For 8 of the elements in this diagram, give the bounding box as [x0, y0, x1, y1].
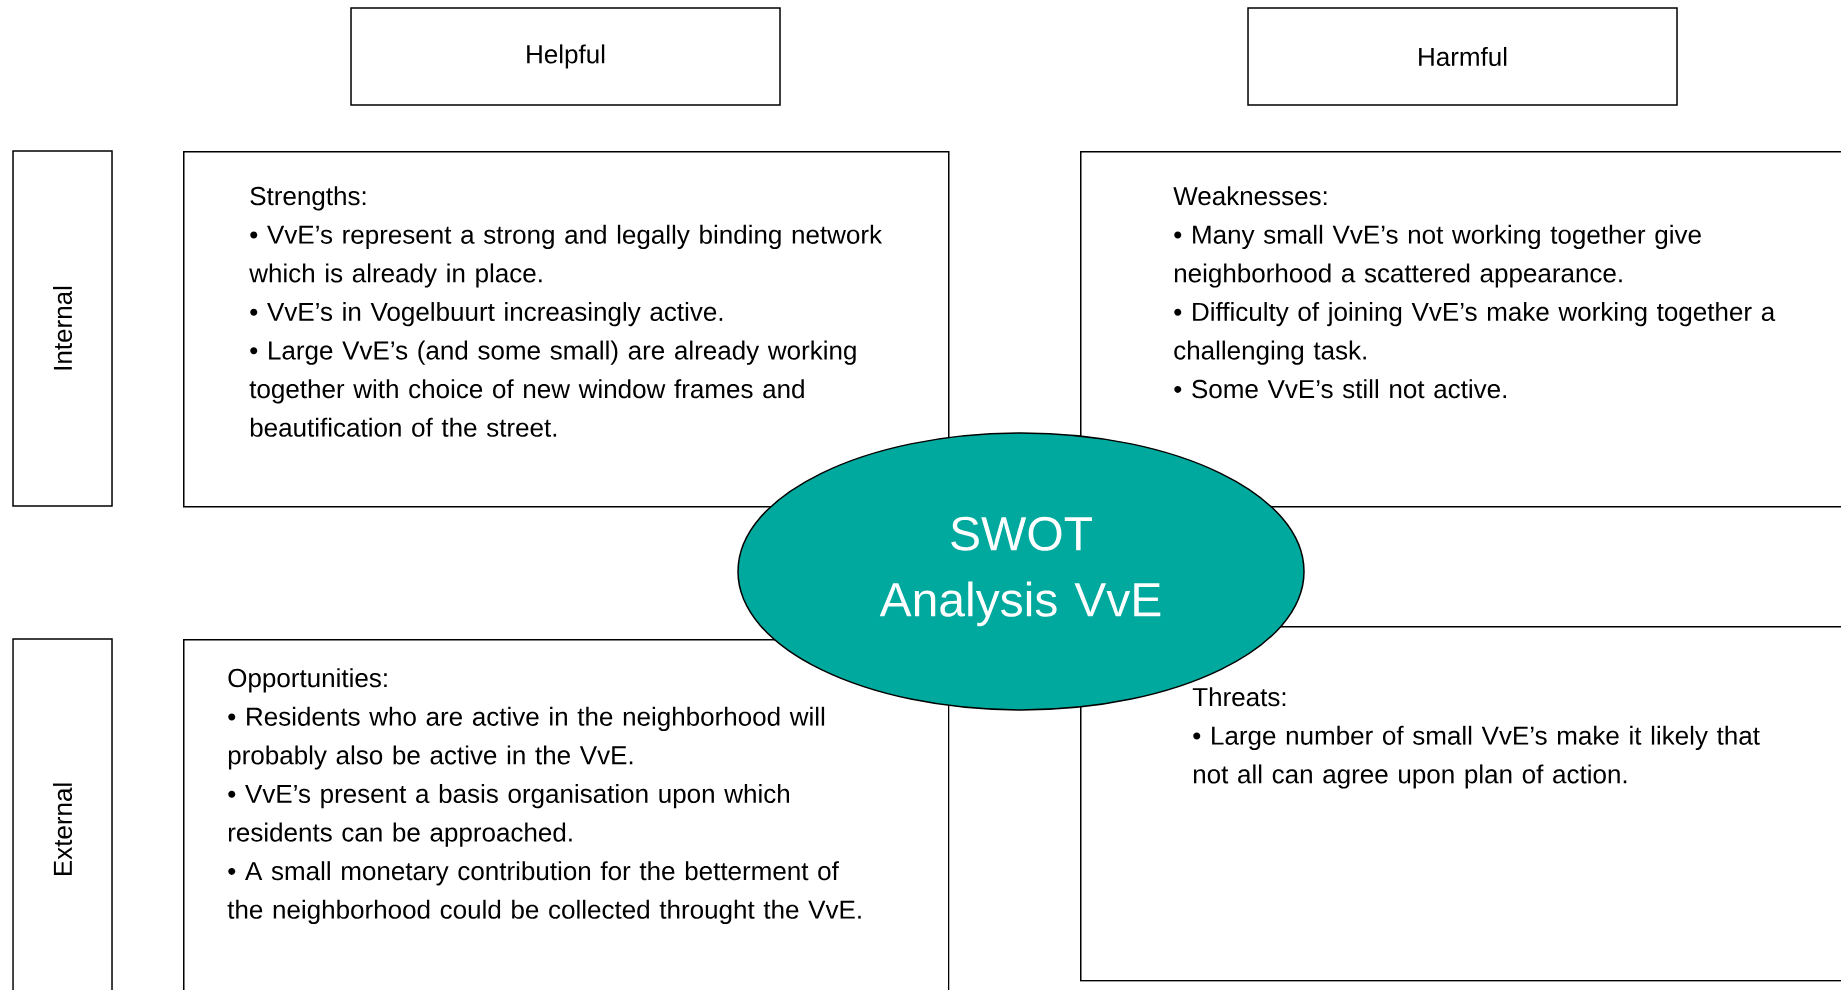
header-box: Harmful: [1247, 7, 1678, 106]
quadrant-box: Weaknesses: • Many small VvE’s not working together give neighborhood a scattered appearance. • Difficulty of joining VvE’s make working together a challenging task. • Some VvE’s still not active.: [1080, 151, 1841, 508]
quadrant-box: Threats: • Large number of small VvE’s make it likely that not all can agree upon plan of action.: [1080, 626, 1841, 982]
quadrant-box: Opportunities: • Residents who are active in the neighborhood will probably also be active in the VvE. • VvE’s present a basis organisation upon which residents can be approached. • A small monetary contribution for the betterment of the neighborhood could be collected throught the VvE.: [183, 639, 950, 990]
side-label-box: Internal: [12, 150, 113, 507]
side-label-box: External: [12, 638, 113, 990]
quadrant-box: Strengths: • VvE’s represent a strong and legally binding network which is already in place. • VvE’s in Vogelbuurt increasingly active. • Large VvE’s (and some small) are already working together with choice of new window frames and beautification of the street.: [183, 151, 950, 508]
header-box: Helpful: [350, 7, 781, 106]
